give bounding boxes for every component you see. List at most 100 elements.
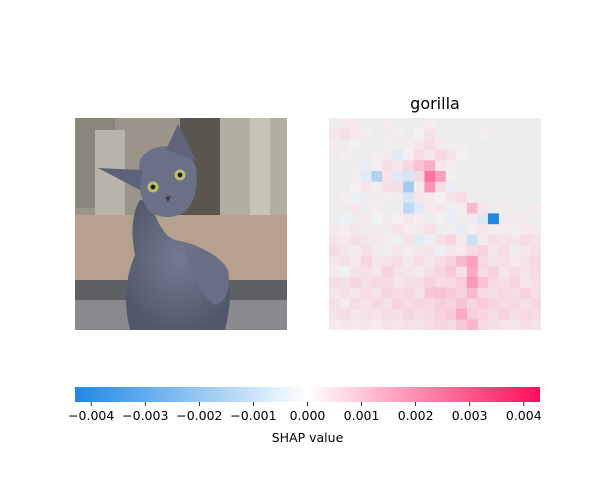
shap-cell — [445, 308, 457, 320]
shap-cell — [339, 149, 351, 161]
shap-cell — [509, 234, 521, 246]
shap-cell — [403, 287, 415, 299]
shap-cell — [435, 298, 446, 310]
shap-cell — [339, 118, 351, 129]
shap-cell — [413, 160, 425, 172]
shap-cell — [456, 224, 468, 235]
shap-cell — [498, 224, 510, 235]
shap-cell — [530, 245, 541, 257]
shap-cell — [498, 298, 510, 310]
shap-cell — [466, 234, 478, 246]
shap-cell — [509, 255, 521, 267]
shap-cell — [382, 277, 393, 288]
shap-cell — [382, 266, 393, 278]
shap-cell — [350, 277, 362, 288]
shap-cell — [413, 192, 425, 204]
shap-cell — [530, 266, 541, 278]
shap-cell — [350, 118, 362, 129]
shap-cell — [360, 202, 372, 214]
shap-cell — [392, 319, 404, 330]
shap-cell — [360, 234, 372, 246]
shap-cell — [350, 287, 362, 299]
shap-cell — [339, 213, 351, 225]
shap-cell — [445, 224, 457, 235]
shap-cell — [477, 298, 489, 310]
shap-cell — [413, 287, 425, 299]
shap-cell — [466, 308, 478, 320]
shap-cell — [329, 287, 340, 299]
shap-cell — [509, 298, 521, 310]
shap-cell — [477, 287, 489, 299]
shap-cell — [466, 202, 478, 214]
shap-cell — [435, 245, 446, 257]
shap-cell — [424, 128, 436, 140]
shap-cell — [339, 224, 351, 235]
shap-cell — [445, 181, 457, 193]
colorbar-tick-label: −0.003 — [122, 408, 168, 423]
shap-cell — [371, 149, 383, 161]
shap-cell — [456, 266, 468, 278]
shap-cell — [519, 298, 531, 310]
shap-cell — [371, 255, 383, 267]
shap-cell — [435, 255, 446, 267]
shap-cell — [382, 234, 393, 246]
shap-cell — [413, 171, 425, 182]
shap-cell — [392, 266, 404, 278]
shap-cell — [339, 234, 351, 246]
shap-cell — [350, 139, 362, 151]
shap-cell — [382, 160, 393, 172]
shap-cell — [350, 171, 362, 182]
shap-cell — [350, 181, 362, 193]
shap-cell — [498, 266, 510, 278]
shap-cell — [456, 213, 468, 225]
shap-cell — [424, 160, 436, 172]
shap-cell — [382, 308, 393, 320]
shap-cell — [509, 213, 521, 225]
shap-cell — [488, 298, 499, 310]
shap-cell — [360, 298, 372, 310]
colorbar-tick-label: −0.004 — [68, 408, 114, 423]
shap-cell — [382, 181, 393, 193]
shap-cell — [498, 255, 510, 267]
shap-cell — [477, 308, 489, 320]
shap-cell — [371, 287, 383, 299]
shap-cell — [530, 224, 541, 235]
shap-cell — [509, 245, 521, 257]
shap-cell — [424, 139, 436, 151]
shap-cell — [445, 213, 457, 225]
shap-cell — [509, 277, 521, 288]
shap-cell — [392, 277, 404, 288]
shap-cell — [382, 171, 393, 182]
shap-cell — [477, 224, 489, 235]
shap-cell — [435, 149, 446, 161]
shap-cell — [424, 192, 436, 204]
shap-cell — [350, 245, 362, 257]
shap-cell — [339, 192, 351, 204]
shap-cell — [371, 266, 383, 278]
shap-cell — [403, 160, 415, 172]
shap-cell — [498, 308, 510, 320]
shap-cell — [392, 149, 404, 161]
input-image-kitten — [75, 118, 287, 330]
shap-cell — [477, 202, 489, 214]
shap-cell — [424, 319, 436, 330]
shap-cell — [329, 298, 340, 310]
shap-cell — [403, 298, 415, 310]
shap-cell — [466, 287, 478, 299]
shap-cell — [392, 298, 404, 310]
shap-cell — [477, 234, 489, 246]
shap-cell — [488, 308, 499, 320]
shap-cell — [519, 255, 531, 267]
shap-cell — [424, 171, 436, 182]
shap-cell — [530, 202, 541, 214]
colorbar-tick-label: 0.002 — [398, 408, 434, 423]
shap-cell — [424, 181, 436, 193]
shap-cell — [413, 128, 425, 140]
shap-cell — [456, 287, 468, 299]
shap-cell — [424, 234, 436, 246]
colorbar-tick-label: 0.001 — [344, 408, 380, 423]
shap-cell — [329, 266, 340, 278]
shap-cell — [413, 308, 425, 320]
shap-cell — [456, 255, 468, 267]
shap-cell — [456, 298, 468, 310]
